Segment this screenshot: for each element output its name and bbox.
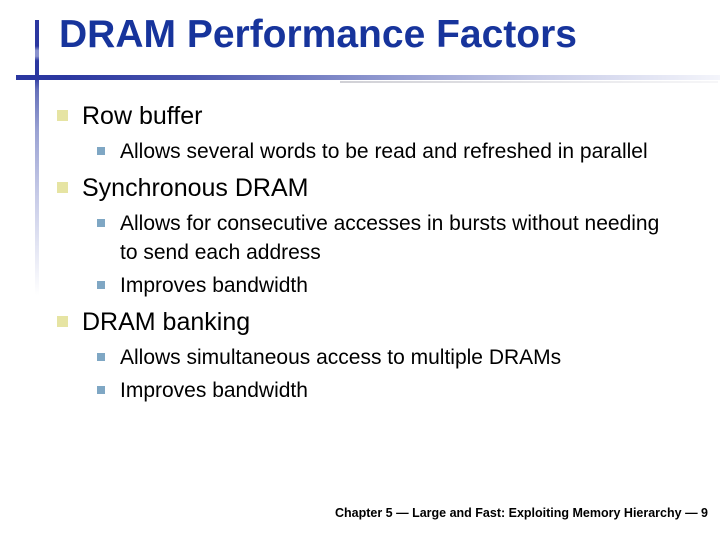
square-bullet-icon [97,281,105,289]
square-bullet-icon [97,353,105,361]
bullet-item-level1: DRAM banking [0,306,720,339]
bullet-text: Allows several words to be read and refr… [120,140,648,163]
section-synchronous-dram: Synchronous DRAM Allows for consecutive … [0,172,720,300]
bullet-text: DRAM banking [82,308,251,336]
section-row-buffer: Row buffer Allows several words to be re… [0,100,720,166]
bullet-item-level2: Improves bandwidth [0,376,720,405]
bullet-item-level1: Synchronous DRAM [0,172,720,205]
bullet-item-level2: Allows simultaneous access to multiple D… [0,343,720,372]
bullet-item-level2: Allows for consecutive accesses in burst… [0,209,720,267]
bullet-text: Allows simultaneous access to multiple D… [120,346,562,369]
square-bullet-icon [97,386,105,394]
square-bullet-icon [57,316,68,327]
square-bullet-icon [97,147,105,155]
bullet-text: Improves bandwidth [120,274,308,297]
vertical-accent-bar [35,20,39,310]
title-underline-rule [16,75,720,80]
bullet-item-level2: Improves bandwidth [0,271,720,300]
square-bullet-icon [57,110,68,121]
bullet-item-level1: Row buffer [0,100,720,133]
bullet-text: Row buffer [82,102,203,130]
bullet-text: Allows for consecutive accesses in burst… [120,212,660,264]
slide-title: DRAM Performance Factors [59,13,577,56]
slide-body: Row buffer Allows several words to be re… [0,94,720,409]
section-dram-banking: DRAM banking Allows simultaneous access … [0,306,720,405]
bullet-text: Improves bandwidth [120,379,308,402]
bullet-item-level2: Allows several words to be read and refr… [0,137,720,166]
title-underline-shadow [340,81,718,83]
square-bullet-icon [97,219,105,227]
slide-footer-page-label: Chapter 5 — Large and Fast: Exploiting M… [334,506,708,520]
bullet-text: Synchronous DRAM [82,174,309,202]
square-bullet-icon [57,182,68,193]
